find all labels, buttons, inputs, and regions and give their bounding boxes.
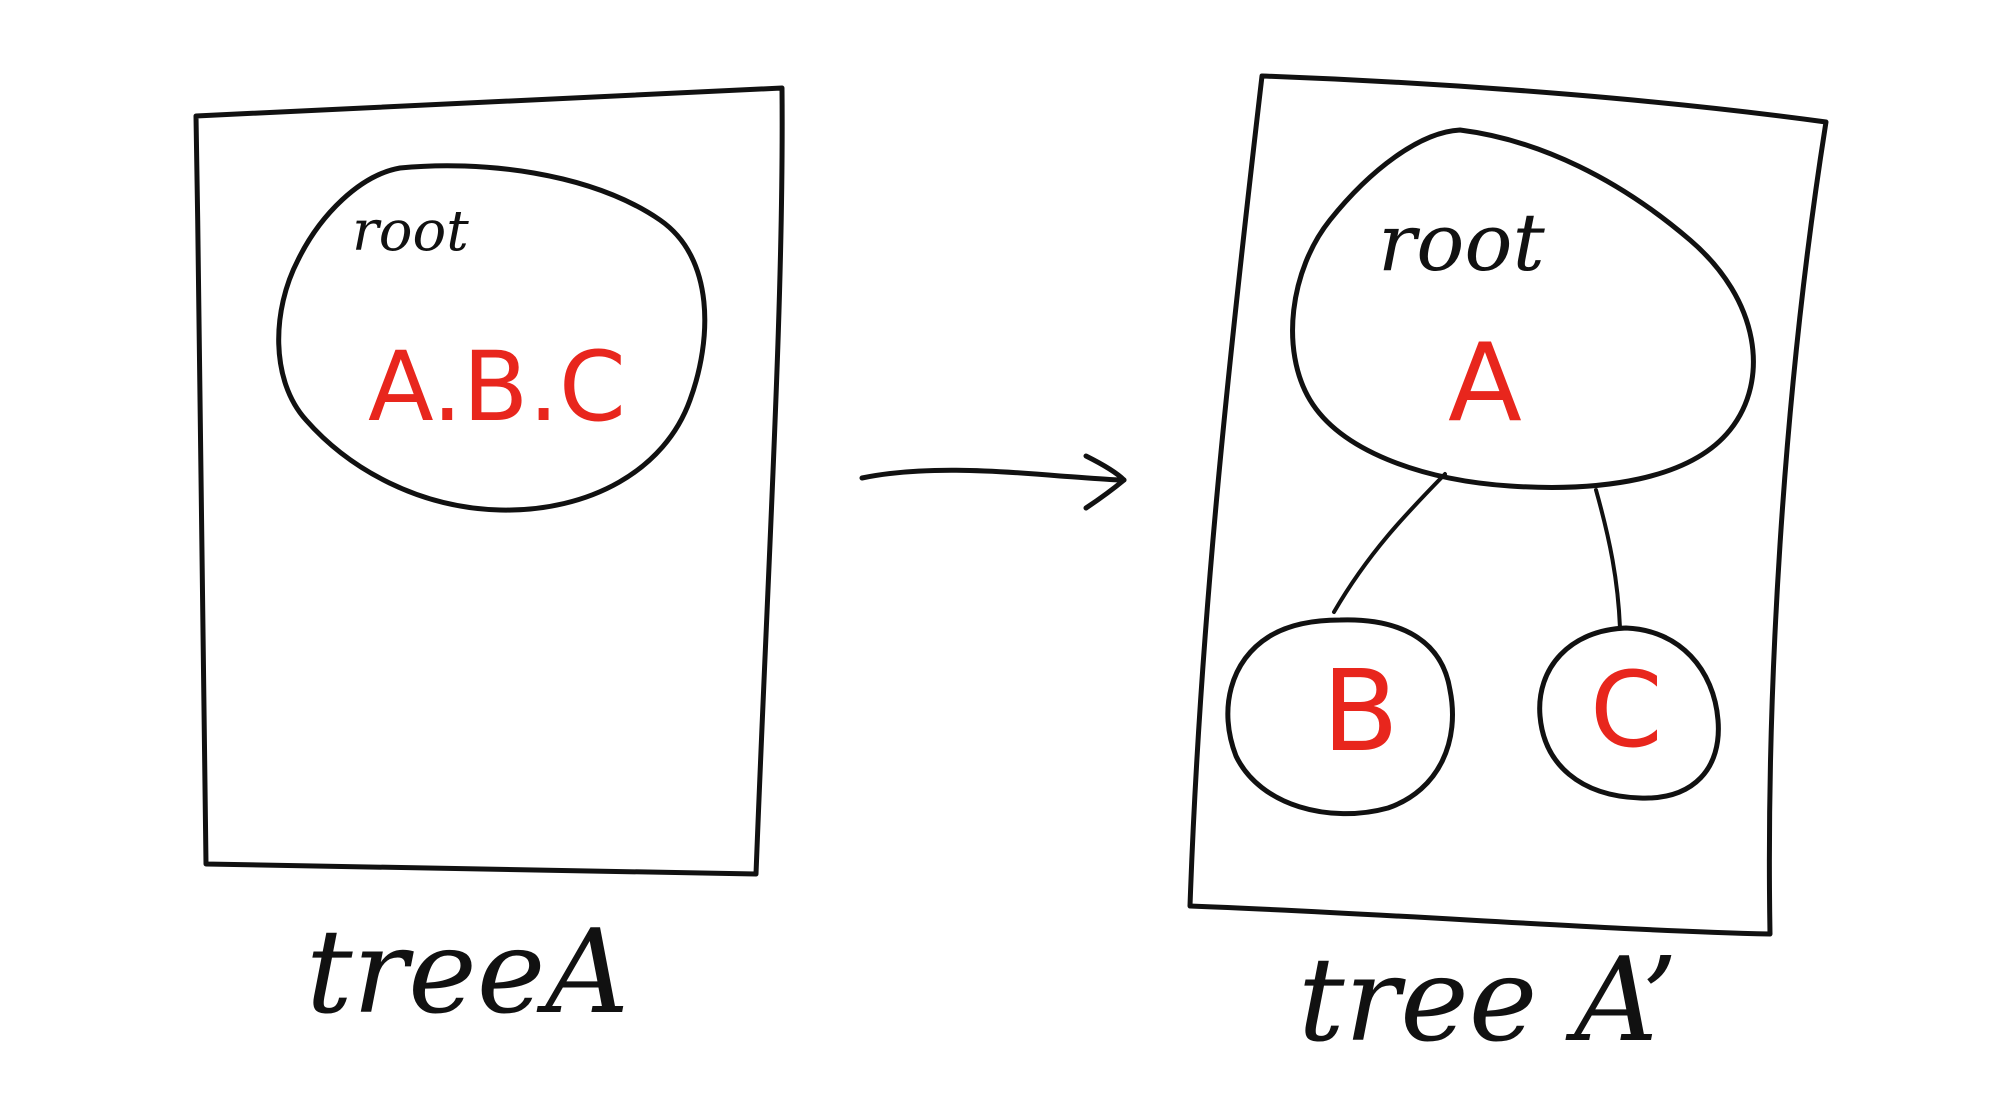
tree-a-prime-panel: root A B C tree A’ <box>1187 73 1829 1068</box>
tree-a-frame <box>193 85 785 877</box>
arrow-head <box>1083 453 1127 511</box>
tree-a-node-content: A.B.C <box>368 331 626 443</box>
child-node-c-label: C <box>1590 649 1663 771</box>
child-node-c <box>1537 625 1721 801</box>
arrow-shaft <box>859 467 1127 483</box>
tree-a-prime-root-content: A <box>1448 321 1522 446</box>
transform-arrow <box>859 453 1127 511</box>
edge-to-c <box>1594 488 1622 630</box>
tree-a-prime-root-label: root <box>1378 196 1546 289</box>
tree-a-prime-caption: tree A’ <box>1298 933 1678 1068</box>
tree-a-caption: treeA <box>306 905 629 1040</box>
edge-to-b <box>1332 472 1447 614</box>
tree-a-panel: root A.B.C treeA <box>193 85 785 1040</box>
tree-a-prime-frame <box>1187 73 1829 937</box>
child-node-b <box>1225 617 1455 817</box>
tree-a-root-label: root <box>352 199 469 264</box>
tree-a-root-node <box>276 163 708 513</box>
child-node-b-label: B <box>1322 647 1399 777</box>
tree-a-prime-root-node <box>1290 127 1756 490</box>
